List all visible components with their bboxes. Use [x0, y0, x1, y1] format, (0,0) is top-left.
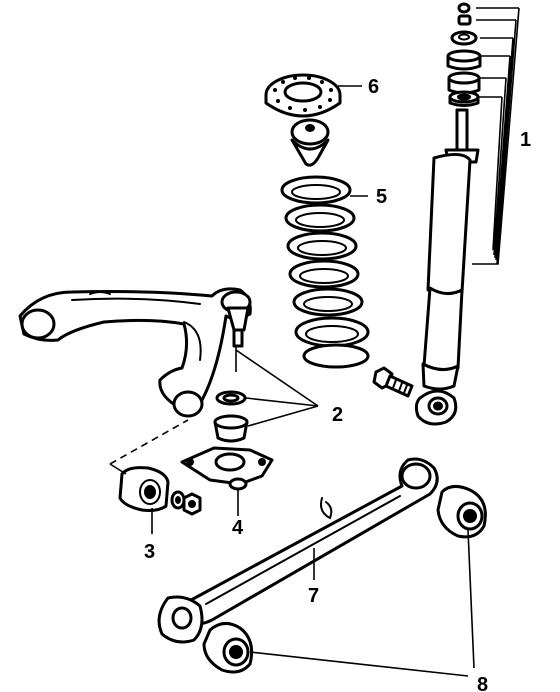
coil-spring — [280, 175, 370, 369]
arm-bushing — [118, 466, 202, 516]
callout-1: 1 — [520, 129, 531, 151]
shock-hardware-stack — [446, 2, 482, 107]
callout-7: 7 — [308, 585, 319, 607]
bolt — [372, 366, 414, 398]
leader-lines — [151, 85, 475, 677]
callout-8: 8 — [477, 674, 488, 692]
bump-stop — [290, 118, 330, 167]
cotter-pin — [320, 497, 333, 520]
callout-4: 4 — [232, 517, 244, 539]
upper-control-arm — [18, 287, 252, 418]
lower-arm-bushings — [202, 485, 487, 674]
callout-1-bracket — [472, 7, 520, 265]
callout-2: 2 — [332, 404, 343, 426]
shock-absorber — [414, 108, 480, 426]
callout-6: 6 — [368, 76, 379, 98]
lower-control-arm — [157, 457, 439, 644]
ball-joint-parts — [213, 346, 249, 443]
callout-3: 3 — [144, 541, 155, 563]
ball-joint-plate — [180, 446, 274, 516]
spring-seat — [264, 73, 342, 118]
callout-5: 5 — [376, 186, 387, 208]
callout-labels: 1 2 3 4 5 6 7 8 — [144, 76, 531, 692]
